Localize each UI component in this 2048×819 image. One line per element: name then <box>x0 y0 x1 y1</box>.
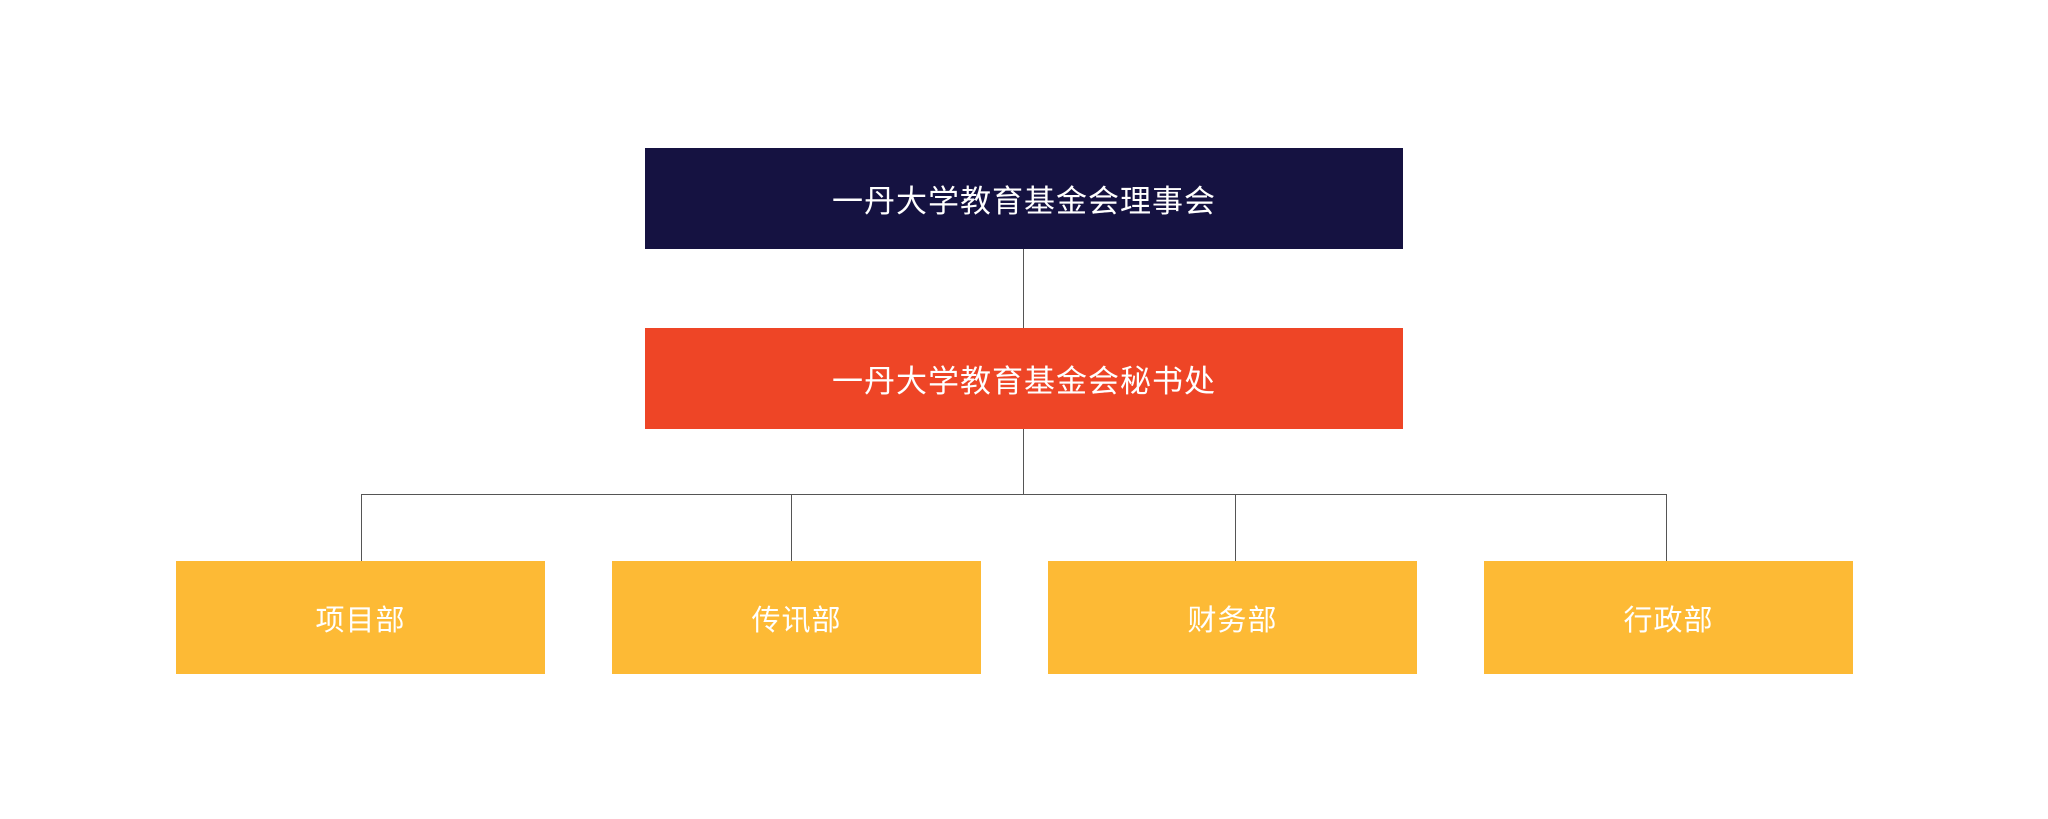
department-node-administration: 行政部 <box>1484 561 1853 674</box>
department-label: 传讯部 <box>751 602 842 637</box>
department-node-finance: 财务部 <box>1048 561 1417 674</box>
connector-dept-2 <box>1235 494 1236 561</box>
department-label: 财务部 <box>1187 602 1278 637</box>
department-node-communications: 传讯部 <box>612 561 981 674</box>
board-node: 一丹大学教育基金会理事会 <box>645 148 1403 249</box>
department-label: 行政部 <box>1623 602 1714 637</box>
connector-dept-3 <box>1666 494 1667 561</box>
connector-dept-1 <box>791 494 792 561</box>
secretariat-node: 一丹大学教育基金会秘书处 <box>645 328 1403 429</box>
connector-horizontal-bar <box>361 494 1667 495</box>
connector-secretariat-down <box>1023 429 1024 494</box>
connector-dept-0 <box>361 494 362 561</box>
board-label: 一丹大学教育基金会理事会 <box>832 184 1216 220</box>
connector-board-secretariat <box>1023 249 1024 328</box>
department-label: 项目部 <box>315 602 406 637</box>
department-node-projects: 项目部 <box>176 561 545 674</box>
secretariat-label: 一丹大学教育基金会秘书处 <box>832 364 1216 400</box>
